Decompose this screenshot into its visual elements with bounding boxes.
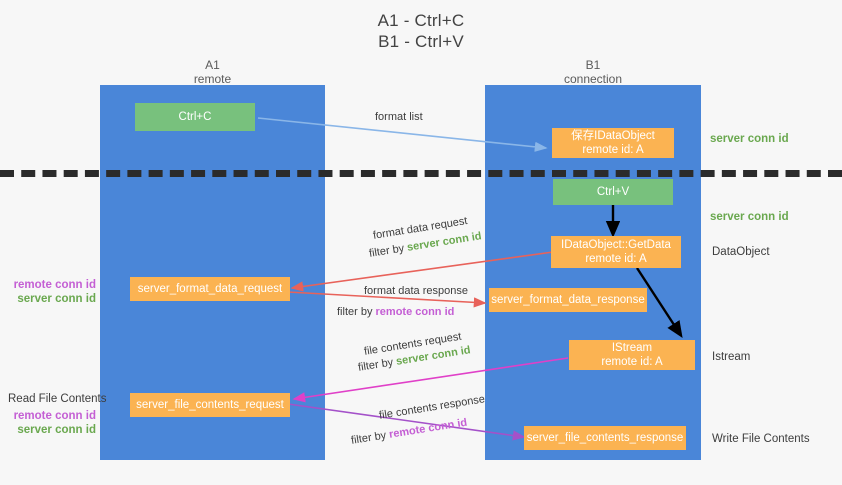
left-label-server-conn-id-1: server conn id — [17, 293, 96, 305]
box-istream-line2: remote id: A — [601, 356, 663, 368]
box-getdata[interactable]: IDataObject::GetData remote id: A — [551, 236, 681, 268]
right-label-server-conn-id-2: server conn id — [710, 211, 789, 223]
box-ctrl-v-line1: Ctrl+V — [596, 186, 630, 198]
annotation-filter-4: filter by remote conn id — [350, 416, 468, 449]
left-label-conn-ids-1: remote conn id server conn id — [0, 278, 96, 306]
annotation-format-list: format list — [375, 111, 423, 123]
lane-header-b1: B1 connection — [485, 58, 701, 86]
box-format-data-response[interactable]: server_format_data_response — [489, 288, 647, 312]
title-line-2: B1 - Ctrl+V — [378, 32, 464, 51]
left-label-read-file-contents: Read File Contents — [8, 393, 107, 405]
box-store-idataobject-line1: 保存IDataObject — [571, 130, 655, 142]
box-file-contents-response-line1: server_file_contents_response — [526, 432, 684, 444]
annotation-filter-1-prefix: filter by — [368, 241, 409, 260]
left-label-server-conn-id-2: server conn id — [17, 424, 96, 436]
lane-header-b1-name: B1 — [585, 58, 601, 72]
lane-header-a1-name: A1 — [205, 58, 220, 72]
box-file-contents-request-line1: server_file_contents_request — [136, 399, 284, 411]
left-label-remote-conn-id-1: remote conn id — [13, 279, 96, 291]
title-line-1: A1 - Ctrl+C — [377, 11, 465, 30]
lane-header-a1-sub: remote — [193, 72, 232, 86]
box-format-data-request[interactable]: server_format_data_request — [130, 277, 290, 301]
annotation-format-data-response: format data response — [364, 285, 468, 297]
right-label-dataobject: DataObject — [712, 246, 770, 258]
annotation-filter-2-value: remote conn id — [375, 306, 455, 318]
box-format-data-request-line1: server_format_data_request — [137, 283, 283, 295]
lane-header-a1: A1 remote — [100, 58, 325, 86]
lane-header-b1-sub: connection — [563, 72, 623, 86]
box-istream-line1: IStream — [611, 342, 653, 354]
page-title: A1 - Ctrl+C B1 - Ctrl+V — [0, 10, 842, 52]
box-format-data-response-line1: server_format_data_response — [491, 294, 645, 306]
right-label-server-conn-id-1: server conn id — [710, 133, 789, 145]
box-file-contents-request[interactable]: server_file_contents_request — [130, 393, 290, 417]
right-label-istream: Istream — [712, 351, 751, 363]
annotation-file-contents-response: file contents response — [378, 393, 486, 422]
box-ctrl-c-line1: Ctrl+C — [178, 111, 212, 123]
box-ctrl-v[interactable]: Ctrl+V — [553, 179, 673, 205]
right-label-write-file-contents: Write File Contents — [712, 433, 810, 445]
box-store-idataobject[interactable]: 保存IDataObject remote id: A — [552, 128, 674, 158]
left-label-remote-conn-id-2: remote conn id — [13, 410, 96, 422]
box-istream[interactable]: IStream remote id: A — [569, 340, 695, 370]
annotation-filter-2-prefix: filter by — [337, 306, 376, 318]
box-ctrl-c[interactable]: Ctrl+C — [135, 103, 255, 131]
phase-divider — [0, 170, 842, 177]
annotation-filter-4-prefix: filter by — [350, 428, 391, 447]
annotation-filter-2: filter by remote conn id — [337, 305, 454, 320]
box-getdata-line2: remote id: A — [585, 253, 647, 265]
box-file-contents-response[interactable]: server_file_contents_response — [524, 426, 686, 450]
left-label-conn-ids-2: remote conn id server conn id — [0, 409, 96, 437]
box-store-idataobject-line2: remote id: A — [582, 144, 644, 156]
annotation-filter-3-prefix: filter by — [357, 355, 398, 374]
box-getdata-line1: IDataObject::GetData — [561, 239, 671, 251]
